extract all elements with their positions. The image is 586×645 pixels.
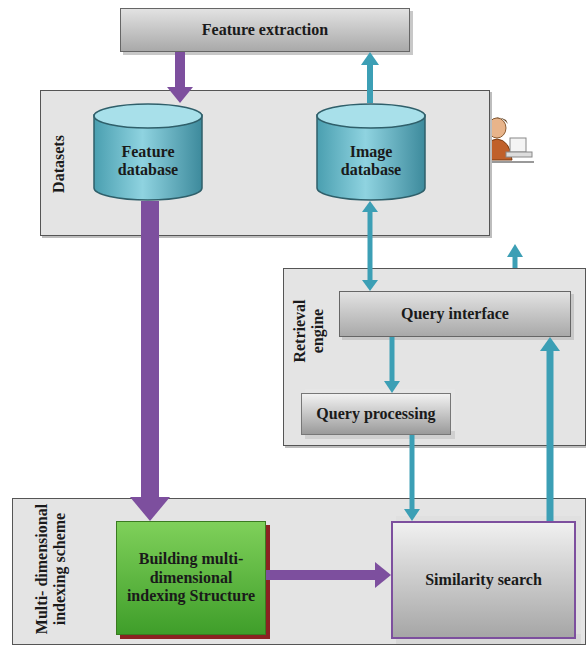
flow-arrow — [130, 201, 170, 521]
flow-arrow — [167, 52, 193, 103]
group-panel: Datasets Feature database Image database — [40, 90, 490, 236]
box-label: Query processing — [308, 401, 443, 427]
box-label: Query interface — [393, 301, 517, 327]
group-panel: Multi- dimensional indexing scheme Buildi… — [12, 498, 586, 645]
process-box: Query processing — [301, 393, 451, 435]
box-label: Feature database — [93, 139, 203, 184]
process-box: Feature extraction — [120, 8, 410, 52]
process-box: Similarity search — [391, 521, 576, 639]
process-box: Building multi- dimensional indexing Str… — [116, 521, 266, 635]
group-panel: Retrieval engine Query interfaceQuery pro… — [283, 268, 586, 446]
box-label: Building multi- dimensional indexing Str… — [117, 546, 265, 609]
box-label: Image database — [316, 139, 426, 184]
group-heading: Multi- dimensional indexing scheme — [33, 502, 70, 637]
group-heading: Datasets — [50, 99, 68, 229]
flow-arrow — [361, 52, 379, 103]
box-label: Feature extraction — [194, 17, 336, 43]
database-cylinder: Feature database — [93, 103, 203, 201]
flow-arrow — [266, 562, 391, 588]
box-label: Similarity search — [417, 567, 550, 593]
flow-arrow — [362, 201, 378, 291]
flow-arrow — [384, 337, 400, 393]
group-heading: Retrieval engine — [291, 276, 328, 386]
flow-arrow — [540, 337, 560, 521]
database-cylinder: Image database — [316, 103, 426, 201]
process-box: Query interface — [339, 291, 571, 337]
flow-arrow — [404, 435, 420, 521]
